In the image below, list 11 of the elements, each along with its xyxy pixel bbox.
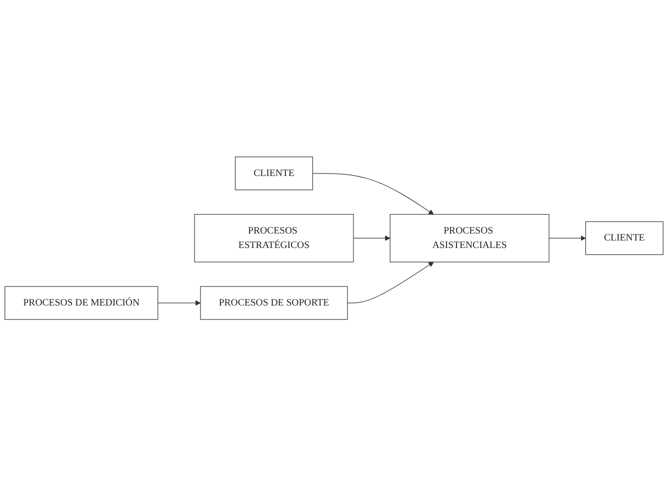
arrow bbox=[347, 262, 434, 304]
node-box: CLIENTE bbox=[234, 156, 313, 191]
node-box: PROCESOS DE MEDICIÓN bbox=[4, 286, 158, 320]
arrow bbox=[353, 236, 390, 242]
arrow bbox=[158, 300, 201, 306]
node-box: PROCESOS DE SOPORTE bbox=[200, 286, 348, 320]
node-box: CLIENTE bbox=[585, 222, 664, 256]
node-box: PROCESOS ASISTENCIALES bbox=[390, 214, 550, 263]
arrow bbox=[548, 236, 586, 242]
arrow bbox=[312, 173, 434, 215]
node-box: PROCESOS ESTRATÉGICOS bbox=[194, 214, 354, 263]
